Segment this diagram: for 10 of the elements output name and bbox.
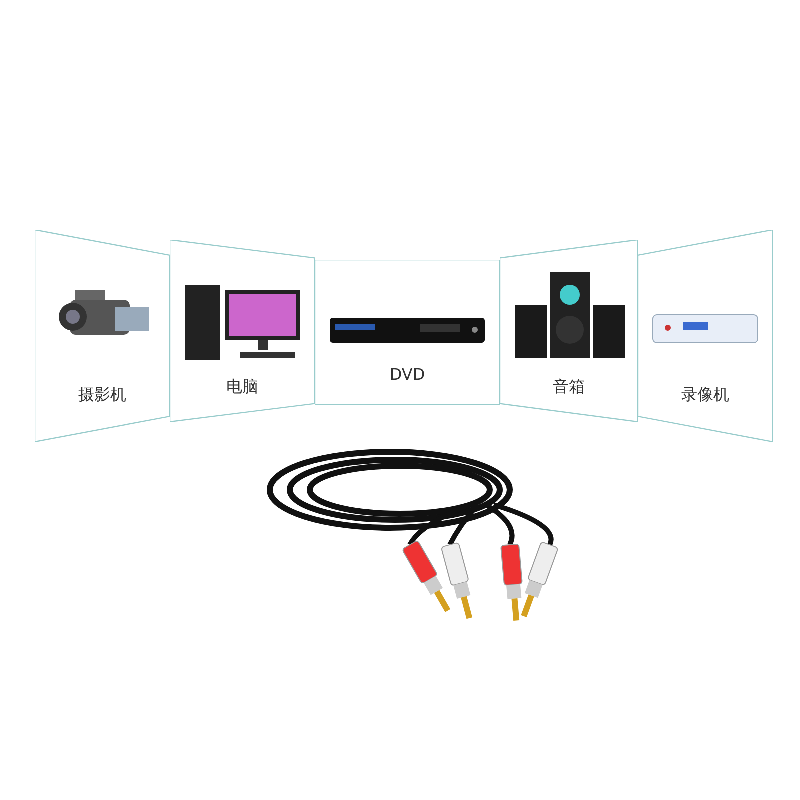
device-label: 摄影机	[78, 385, 128, 406]
device-label: 电脑	[226, 377, 260, 398]
image-panel	[35, 230, 170, 442]
device-label: 音箱	[552, 377, 586, 398]
image-panel	[170, 240, 315, 422]
image-panel	[638, 230, 773, 442]
image-panel	[315, 260, 500, 405]
device-label: DVD	[388, 365, 426, 384]
device-label: 录像机	[680, 385, 730, 406]
image-panel	[500, 240, 638, 422]
